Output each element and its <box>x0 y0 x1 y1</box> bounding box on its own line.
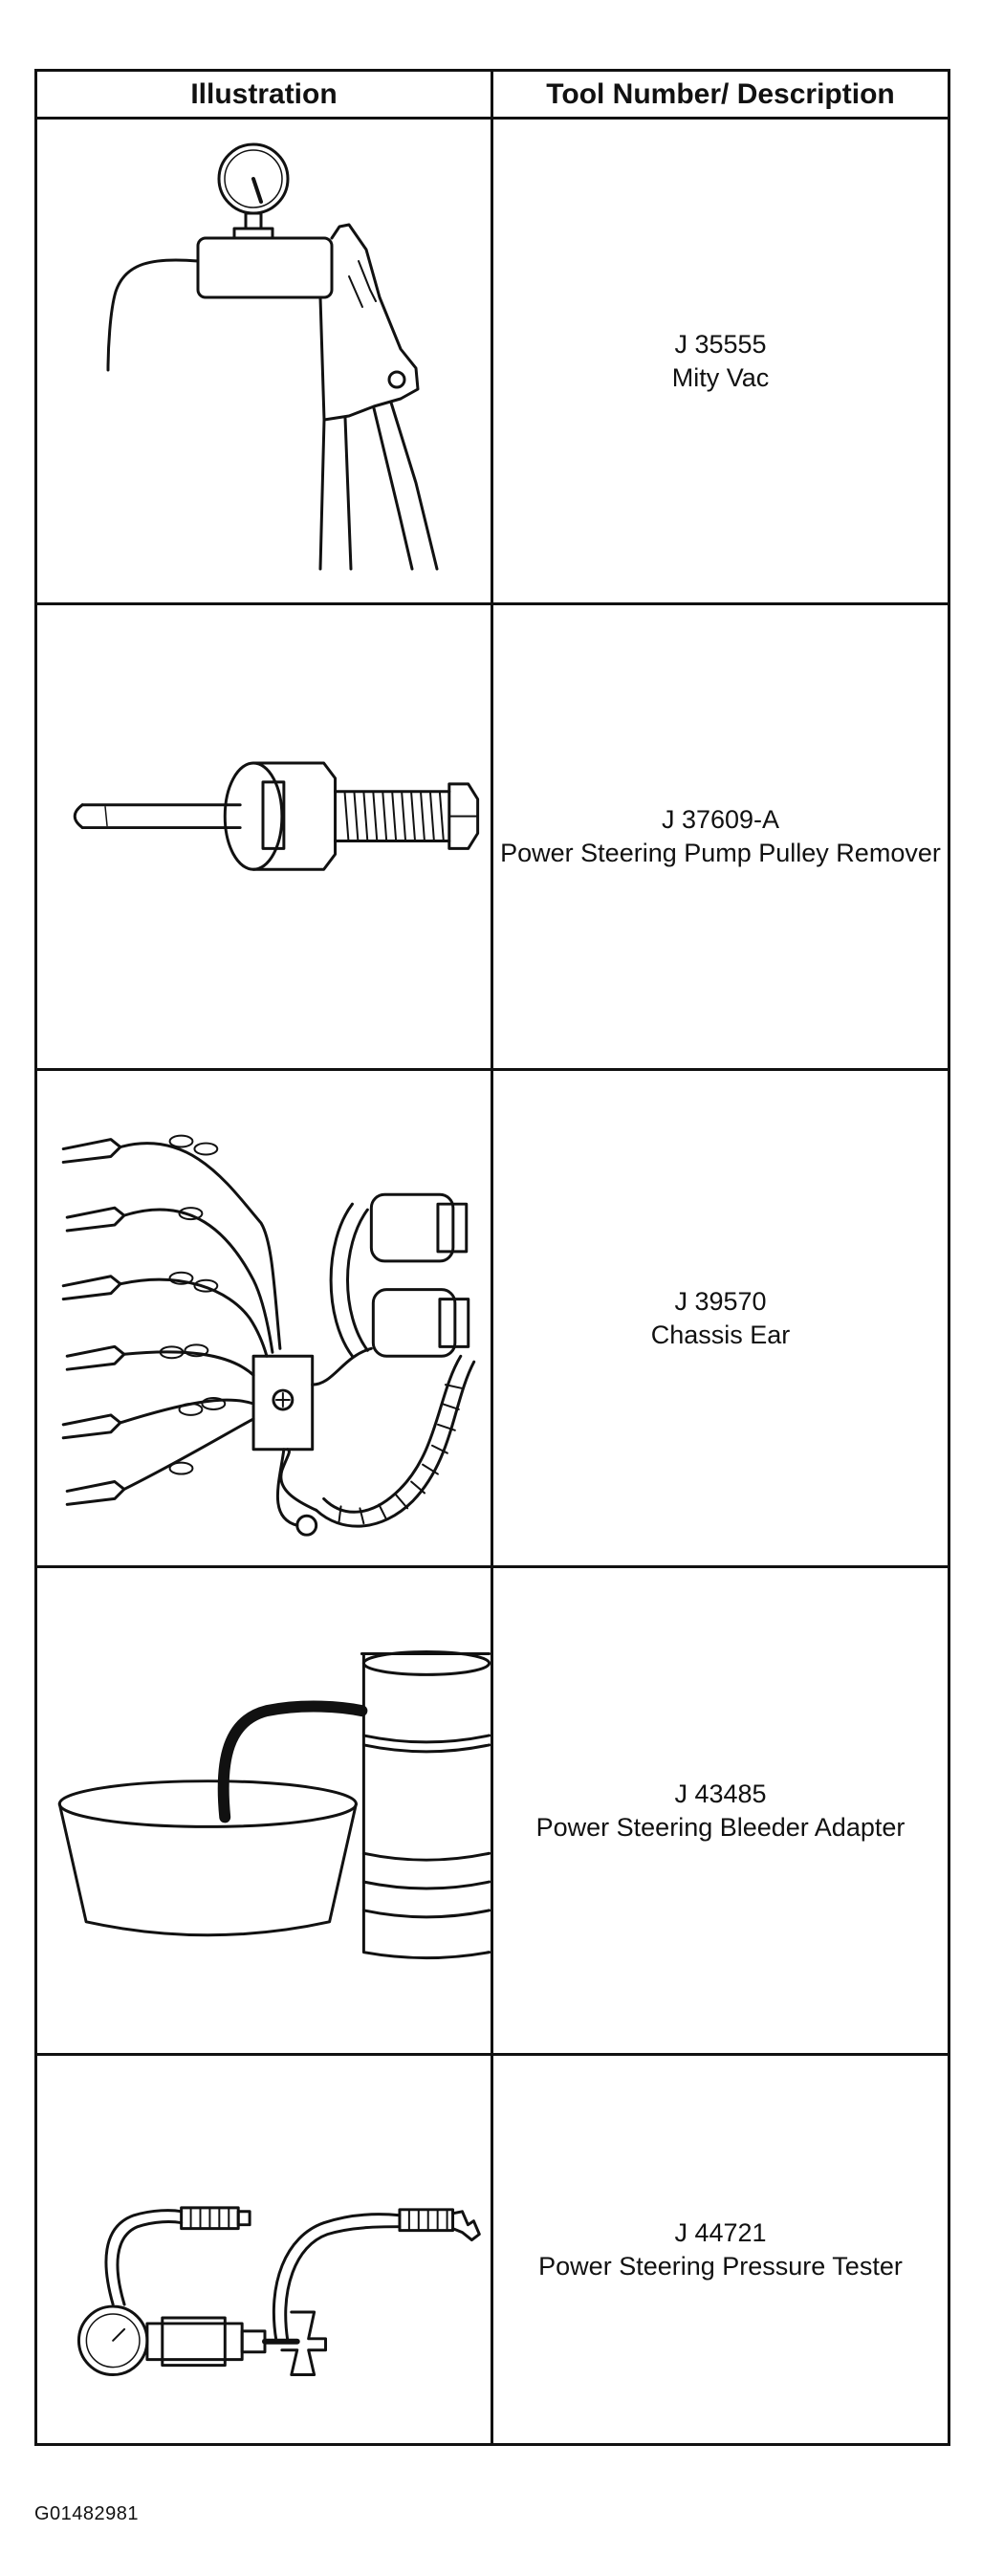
chassis-ear-icon <box>61 1134 476 1537</box>
tool-number: J 35555 <box>674 329 767 359</box>
table-row: J 39570 Chassis Ear <box>37 1068 948 1565</box>
description-cell: J 35555 Mity Vac <box>493 120 948 602</box>
table-row: J 35555 Mity Vac <box>37 120 948 602</box>
tool-number: J 39570 <box>674 1286 767 1316</box>
description-cell: J 44721 Power Steering Pressure Tester <box>493 2056 948 2443</box>
table-row: J 43485 Power Steering Bleeder Adapter <box>37 1565 948 2053</box>
vacuum-pump-icon <box>106 142 439 571</box>
illustration-cell <box>37 1568 491 2053</box>
description-cell: J 43485 Power Steering Bleeder Adapter <box>493 1568 948 2053</box>
tool-number: J 37609-A <box>661 805 780 834</box>
pressure-tester-icon <box>76 2206 481 2377</box>
illustration-cell <box>37 1071 491 1565</box>
tool-description: Chassis Ear <box>650 1320 791 1349</box>
tool-description: Power Steering Pump Pulley Remover <box>500 839 941 867</box>
figure-id: G01482981 <box>34 2503 140 2524</box>
description-header: Tool Number/ Description <box>546 78 895 110</box>
tool-description: Power Steering Pressure Tester <box>538 2251 903 2281</box>
table-row: J 37609-A Power Steering Pump Pulley Rem… <box>37 602 948 1068</box>
table-row: J 44721 Power Steering Pressure Tester <box>37 2053 948 2443</box>
tool-description: Power Steering Bleeder Adapter <box>535 1812 906 1842</box>
illustration-cell <box>37 120 491 602</box>
column-divider <box>491 72 493 2443</box>
tool-description: Mity Vac <box>671 362 770 392</box>
tool-number: J 44721 <box>674 2217 767 2247</box>
illustration-header: Illustration <box>190 78 338 110</box>
description-cell: J 39570 Chassis Ear <box>493 1071 948 1565</box>
tool-table: Illustration Tool Number/ Description <box>34 69 950 2446</box>
bleeder-adapter-icon <box>57 1649 491 1960</box>
tool-number: J 43485 <box>674 1779 767 1808</box>
pulley-remover-icon <box>73 761 480 871</box>
illustration-cell <box>37 2056 491 2443</box>
illustration-cell <box>37 605 491 1068</box>
description-cell: J 37609-A Power Steering Pump Pulley Rem… <box>493 605 948 1068</box>
